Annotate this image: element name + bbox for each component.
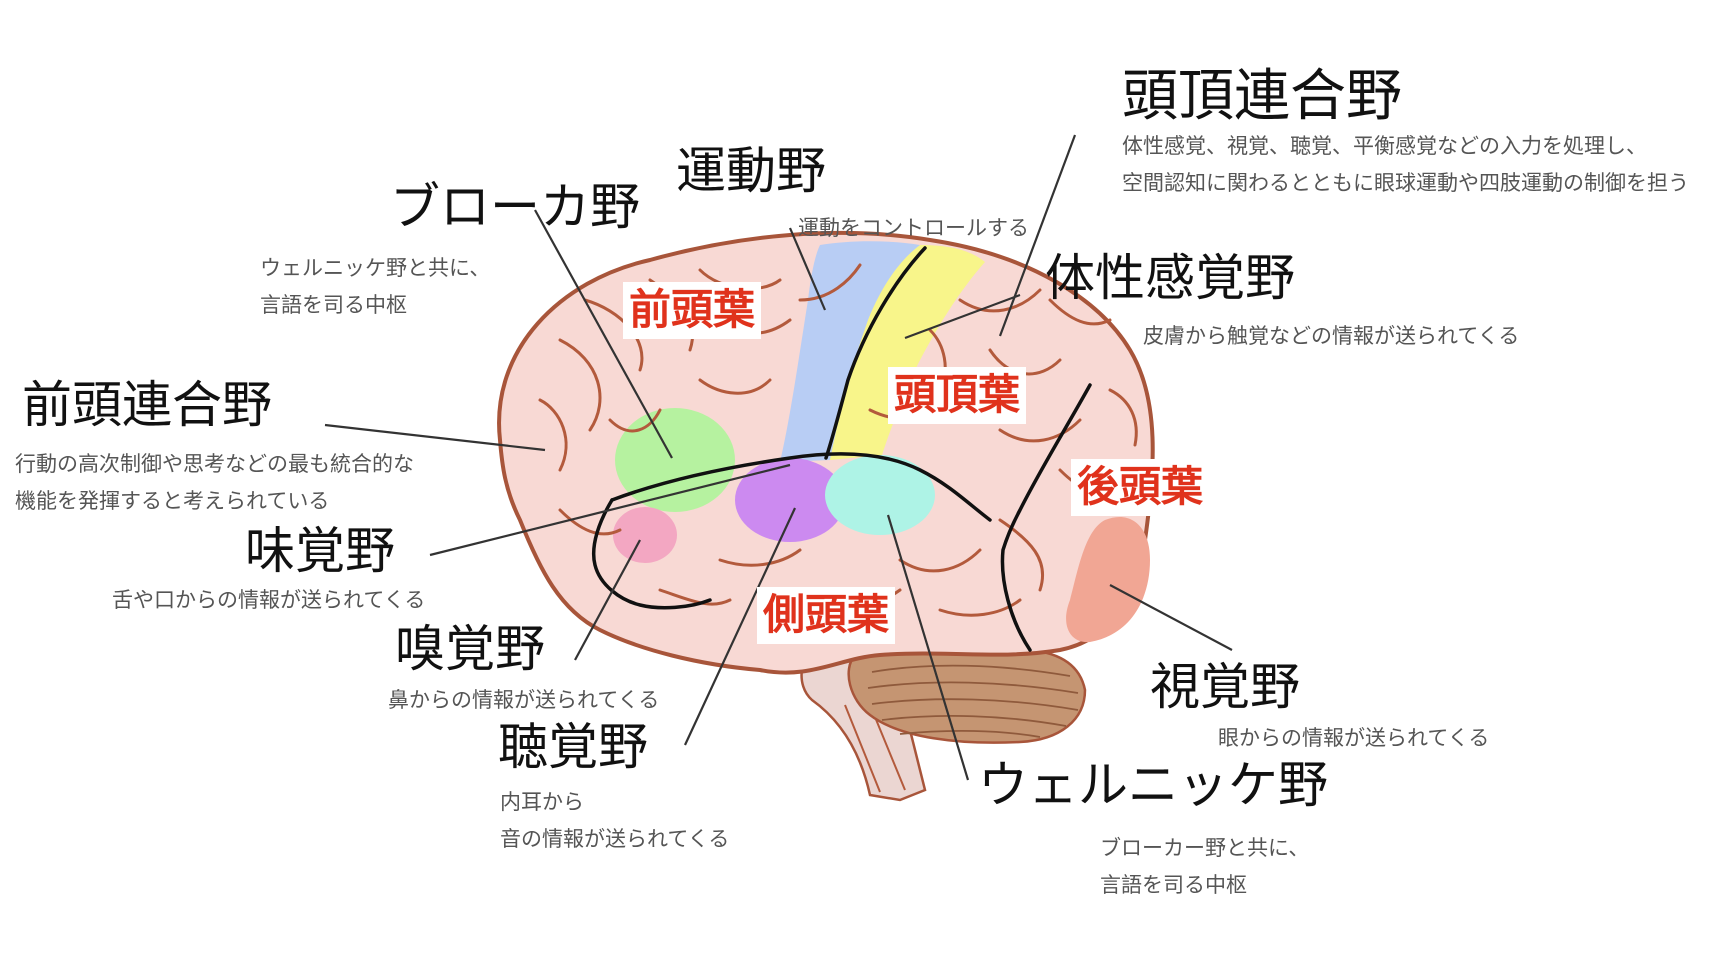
prefrontal-association-title: 前頭連合野 <box>22 376 272 434</box>
parietal-association-desc: 体性感覚、視覚、聴覚、平衡感覚などの入力を処理し、 空間認知に関わるとともに眼球… <box>1122 128 1689 202</box>
desc-line: 舌や口からの情報が送られてくる <box>112 588 426 612</box>
wernicke-area-desc: ブローカー野と共に、 言語を司る中枢 <box>1100 830 1309 904</box>
temporal-lobe-label: 側頭葉 <box>757 587 896 644</box>
wernicke-area <box>825 455 935 535</box>
desc-line: 皮膚から触覚などの情報が送られてくる <box>1143 324 1520 348</box>
auditory-area-desc: 内耳から 音の情報が送られてくる <box>500 784 729 858</box>
leader-lines <box>324 134 1233 781</box>
motor-area-title: 運動野 <box>676 142 826 200</box>
desc-line: 音の情報が送られてくる <box>500 827 730 851</box>
desc-line: 空間認知に関わるとともに眼球運動や四肢運動の制御を担う <box>1122 171 1689 195</box>
broca-area-title: ブローカ野 <box>390 178 640 236</box>
olfactory-area-desc: 鼻からの情報が送られてくる <box>388 682 659 719</box>
olfactory-area-title: 嗅覚野 <box>395 620 545 678</box>
broca-area <box>615 408 735 512</box>
prefrontal-association-desc: 行動の高次制御や思考などの最も統合的な 機能を発揮すると考えられている <box>15 446 414 520</box>
auditory-area-title: 聴覚野 <box>498 718 648 776</box>
cerebellum-folia <box>867 664 1079 738</box>
visual-area-desc: 眼からの情報が送られてくる <box>1218 720 1489 757</box>
broca-area-desc: ウェルニッケ野と共に、 言語を司る中枢 <box>260 250 490 324</box>
gustatory-area-title: 味覚野 <box>245 522 395 580</box>
desc-line: 行動の高次制御や思考などの最も統合的な <box>15 452 414 476</box>
desc-line: ウェルニッケ野と共に、 <box>260 256 491 280</box>
gustatory-area-desc: 舌や口からの情報が送られてくる <box>112 582 425 619</box>
desc-line: 体性感覚、視覚、聴覚、平衡感覚などの入力を処理し、 <box>1122 134 1647 158</box>
desc-line: ブローカー野と共に、 <box>1100 836 1310 860</box>
gustatory-area <box>613 507 677 563</box>
somatosensory-area-desc: 皮膚から触覚などの情報が送られてくる <box>1143 318 1519 355</box>
parietal-association-title: 頭頂連合野 <box>1122 64 1402 129</box>
visual-area-title: 視覚野 <box>1150 658 1300 716</box>
somatosensory-area <box>830 245 985 460</box>
brainstem-line <box>844 704 881 793</box>
desc-line: 運動をコントロールする <box>798 216 1029 240</box>
visual-area <box>1066 516 1150 643</box>
motor-area-desc: 運動をコントロールする <box>798 210 1029 247</box>
wernicke-area-title: ウェルニッケ野 <box>978 756 1328 814</box>
desc-line: 言語を司る中枢 <box>1100 873 1247 897</box>
auditory-area <box>735 458 845 542</box>
desc-line: 機能を発揮すると考えられている <box>15 489 330 513</box>
desc-line: 鼻からの情報が送られてくる <box>388 688 660 712</box>
frontal-lobe-label: 前頭葉 <box>623 282 762 339</box>
occipital-lobe-label: 後頭葉 <box>1071 459 1210 516</box>
somatosensory-area-title: 体性感覚野 <box>1045 249 1295 307</box>
lobe-boundaries <box>591 246 1092 652</box>
parietal-lobe-label: 頭頂葉 <box>888 367 1027 424</box>
desc-line: 内耳から <box>500 790 584 814</box>
desc-line: 言語を司る中枢 <box>260 293 407 317</box>
desc-line: 眼からの情報が送られてくる <box>1218 726 1490 750</box>
